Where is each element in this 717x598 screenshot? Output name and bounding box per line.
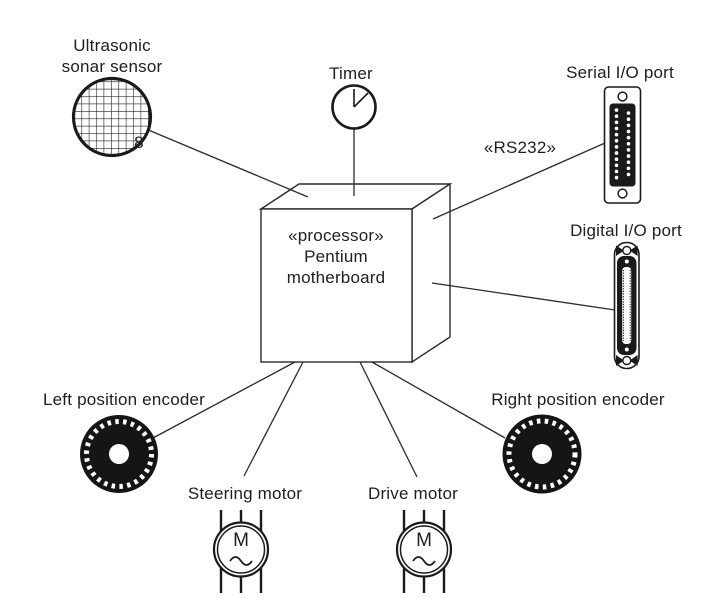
digital-port-clip bbox=[616, 355, 624, 366]
connection-sonar bbox=[145, 128, 309, 198]
digital-port-hole-bottom bbox=[624, 347, 629, 352]
sonar-multiplicity: 8 bbox=[134, 133, 144, 152]
sonar-grid bbox=[74, 79, 150, 155]
processor-node bbox=[258, 182, 453, 364]
timer-icon bbox=[331, 84, 377, 130]
right-encoder-hub bbox=[532, 444, 552, 464]
right-encoder-ticks bbox=[506, 418, 578, 490]
digital-port-hole-top bbox=[624, 259, 629, 264]
digital-port-slot bbox=[622, 267, 632, 344]
serial-port-screw-top bbox=[617, 91, 628, 102]
steering-motor-outer-ring bbox=[212, 521, 270, 578]
serial-port-icon bbox=[603, 86, 642, 204]
steering-motor-letter: M bbox=[233, 530, 249, 551]
connection-left-encoder bbox=[152, 361, 296, 439]
connection-digital bbox=[431, 282, 616, 311]
processor-name-line1: Pentium bbox=[304, 247, 368, 266]
digital-port-clip bbox=[616, 245, 624, 256]
drive-motor-inner-ring bbox=[399, 525, 449, 574]
right-encoder-label: Right position encoder bbox=[491, 390, 665, 409]
digital-port-bail-bottom bbox=[622, 355, 632, 366]
steering-motor-ac-symbol bbox=[229, 556, 253, 566]
digital-port-icon bbox=[613, 241, 640, 370]
drive-motor-ac-symbol bbox=[412, 556, 436, 566]
left-encoder-ticks bbox=[84, 419, 154, 489]
sonar-label-line2: sonar sensor bbox=[62, 57, 163, 76]
digital-port-bail-top bbox=[622, 245, 632, 256]
steering-motor-inner-ring bbox=[216, 525, 266, 574]
connection-right-encoder bbox=[371, 361, 506, 439]
processor-name-line2: motherboard bbox=[287, 268, 386, 287]
sonar-label-line1: Ultrasonic bbox=[73, 36, 151, 55]
digital-port-clip bbox=[629, 355, 638, 366]
digital-port-clip bbox=[629, 245, 638, 256]
drive-motor-label: Drive motor bbox=[368, 484, 458, 503]
left-encoder-icon bbox=[80, 415, 158, 493]
steering-motor-icon: M bbox=[212, 510, 270, 593]
processor-node-front-face bbox=[260, 208, 413, 363]
left-encoder-hub bbox=[109, 444, 129, 464]
serial-port-screw-bottom bbox=[617, 188, 628, 199]
left-encoder-label: Left position encoder bbox=[43, 390, 205, 409]
sonar-outline bbox=[71, 76, 153, 158]
drive-motor-icon: M bbox=[395, 510, 453, 593]
drive-motor-outer-ring bbox=[395, 521, 453, 578]
drive-motor-letter: M bbox=[416, 530, 432, 551]
steering-motor-label: Steering motor bbox=[188, 484, 302, 503]
connection-serial-rs232 bbox=[432, 142, 606, 220]
digital-port-label: Digital I/O port bbox=[570, 221, 682, 240]
timer-label: Timer bbox=[329, 64, 373, 83]
serial-port-label: Serial I/O port bbox=[566, 63, 674, 82]
processor-node-right-face bbox=[411, 182, 451, 364]
connection-steering-motor bbox=[243, 361, 304, 477]
timer-hand-hour bbox=[353, 92, 369, 108]
connection-drive-motor bbox=[359, 361, 418, 478]
ultrasonic-sonar-icon bbox=[71, 76, 153, 158]
serial-port-socket bbox=[609, 103, 636, 187]
right-encoder-icon bbox=[502, 414, 582, 494]
rs232-stereotype-label: «RS232» bbox=[484, 138, 556, 157]
processor-stereotype: «processor» bbox=[288, 226, 384, 245]
